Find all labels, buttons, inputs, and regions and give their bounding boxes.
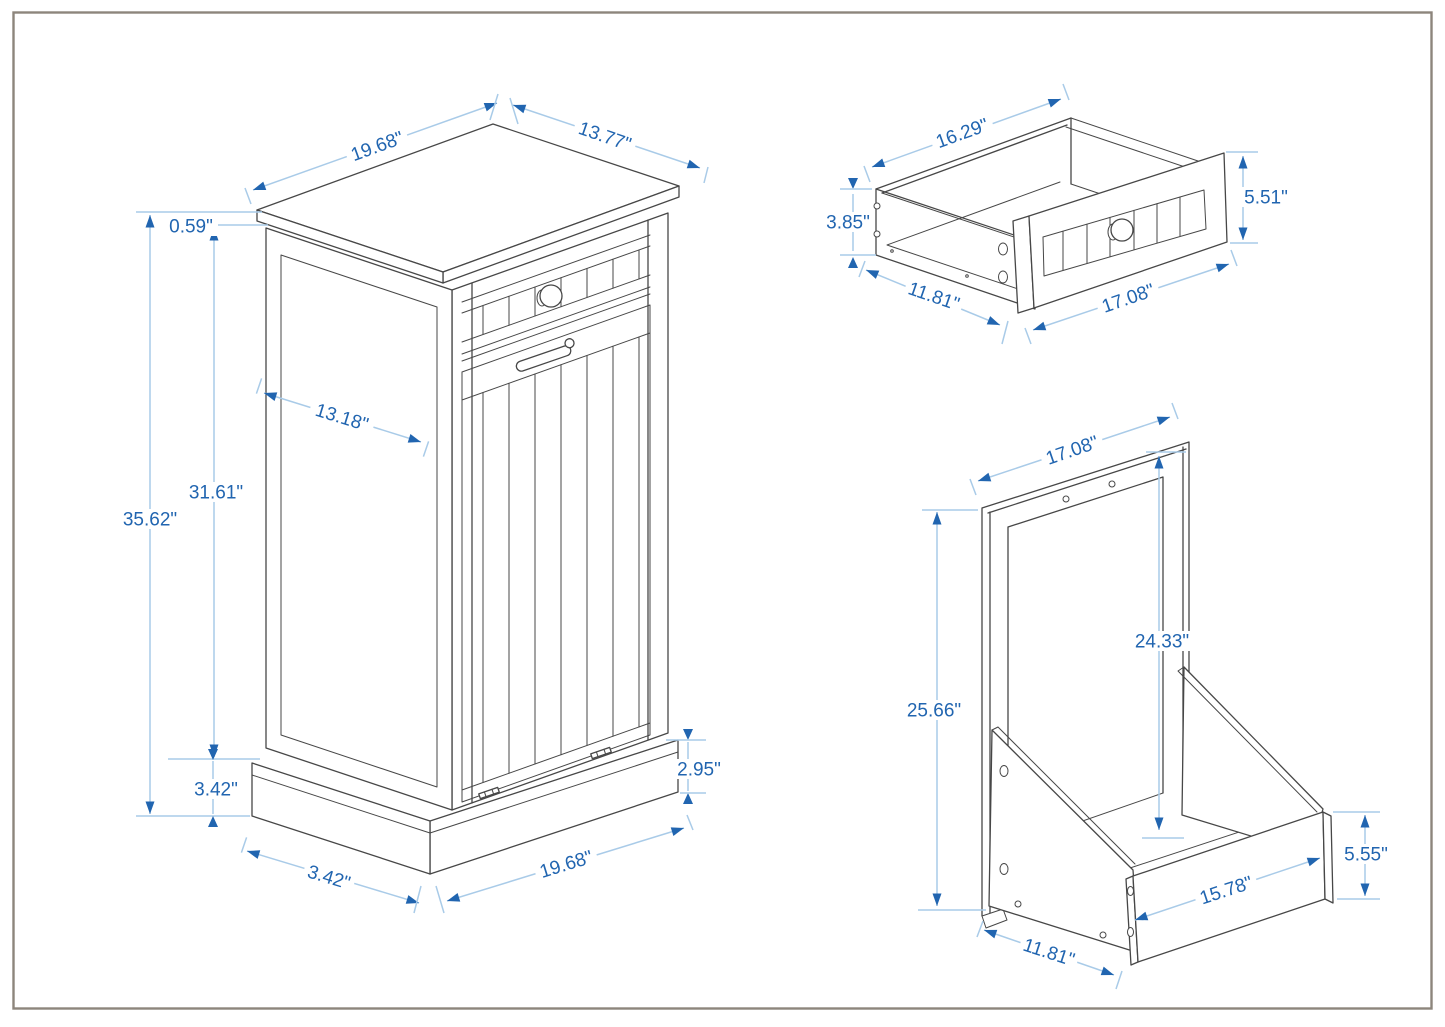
dim-cabinet-plinth-height-text: 3.42" <box>194 780 238 801</box>
dim-tiltout-bin-front-height-text: 5.55" <box>1344 845 1388 866</box>
door-handle <box>515 338 575 372</box>
dim-cabinet-front-width-text: 19.68" <box>537 847 595 883</box>
dim-cabinet-top-depth: 13.77" <box>571 116 639 156</box>
dim-drawer-front-width-text: 17.08" <box>1099 280 1157 318</box>
drawer-knob <box>539 284 563 308</box>
tilt-hinge-right <box>590 746 612 760</box>
dim-cabinet-plinth-side-depth: 3.42" <box>301 859 357 895</box>
dim-drawer-box-height-text: 3.85" <box>826 213 870 234</box>
dim-tiltout-frame-height: 25.66" <box>900 700 968 722</box>
dim-tiltout-base-depth: 11.81" <box>1017 933 1081 971</box>
dim-cabinet-plinth-height: 3.42" <box>190 779 242 801</box>
dim-tiltout-base-depth-text: 11.81" <box>1020 935 1077 971</box>
dim-cabinet-body-height: 31.61" <box>182 482 250 504</box>
dim-drawer-front-height: 5.51" <box>1240 187 1292 209</box>
page-border <box>12 11 1433 1010</box>
dim-cabinet-front-width: 19.68" <box>532 845 600 883</box>
dim-cabinet-body-height-text: 31.61" <box>189 483 243 504</box>
dim-cabinet-plinth-front-height: 2.95" <box>673 759 725 781</box>
dim-tiltout-door-height-text: 24.33" <box>1135 632 1189 653</box>
dim-cabinet-overall-height: 35.62" <box>116 509 184 531</box>
drawer-view: 16.29" 3.85" 5.51" 11.81" 17.08" <box>822 83 1292 345</box>
cabinet-view: 19.68" 13.77" 0.59" 35.62" 31.61" 13.18" <box>116 93 725 914</box>
dim-tiltout-frame-height-text: 25.66" <box>907 701 961 722</box>
dim-cabinet-plinth-front-height-text: 2.95" <box>677 760 721 781</box>
tilt-out-view: 17.08" 25.66" 24.33" 5.55" 15.78" 11.81" <box>900 402 1392 990</box>
dim-tiltout-door-height: 24.33" <box>1128 631 1196 653</box>
tilt-hinge-left <box>478 786 500 800</box>
dim-drawer-box-height: 3.85" <box>822 212 874 234</box>
drawer-dimensions <box>840 83 1258 345</box>
dim-cabinet-overall-height-text: 35.62" <box>123 510 177 531</box>
dim-cabinet-top-thickness: 0.59" <box>164 216 218 238</box>
dim-cabinet-plinth-side-depth-text: 3.42" <box>305 862 353 895</box>
dim-tiltout-frame-width-text: 17.08" <box>1043 432 1101 470</box>
dim-tiltout-bin-front-height: 5.55" <box>1340 844 1392 866</box>
drawer-front-knob <box>1110 218 1134 242</box>
dim-tiltout-frame-width: 17.08" <box>1038 430 1106 470</box>
dim-cabinet-top-depth-text: 13.77" <box>576 118 634 156</box>
tilt-out-line-art <box>981 441 1334 966</box>
dim-cabinet-top-thickness-text: 0.59" <box>169 217 213 238</box>
dim-drawer-box-width-text: 16.29" <box>933 115 991 153</box>
dim-drawer-box-depth-text: 11.81" <box>905 278 962 315</box>
cabinet-line-art <box>251 123 680 875</box>
dim-drawer-front-height-text: 5.51" <box>1244 188 1288 209</box>
